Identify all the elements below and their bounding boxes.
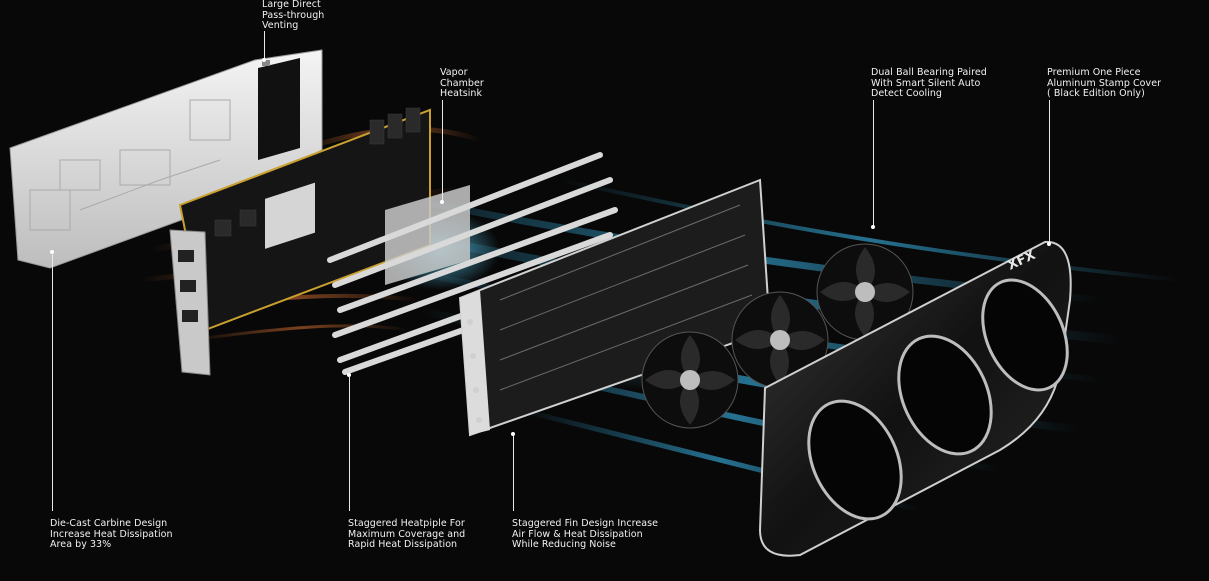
callout-fin-design-line-3: While Reducing Noise [512, 539, 616, 550]
callout-fin-design-line-1: Staggered Fin Design Increase [512, 518, 658, 529]
callout-heatpipe: Staggered Heatpiple For Maximum Coverage… [348, 518, 466, 551]
callout-vapor-chamber-line-2: Chamber [440, 77, 484, 89]
die-cast-backplate [9, 49, 323, 269]
leader-vapor-chamber [442, 100, 443, 200]
cooling-fans [641, 243, 914, 429]
callout-stamp-cover-line-2: Aluminum Stamp Cover [1047, 77, 1162, 89]
callout-fan-bearing-line-2: With Smart Silent Auto [871, 77, 981, 89]
dot-fan-bearing [871, 225, 875, 229]
callout-fin-design-line-2: Air Flow & Heat Dissipation [512, 528, 643, 540]
leader-stamp-cover [1049, 100, 1050, 243]
pcb-board [178, 107, 431, 332]
dot-venting [262, 58, 266, 62]
leader-die-cast [52, 253, 53, 511]
callout-fin-design: Staggered Fin Design Increase Air Flow &… [512, 518, 658, 551]
dot-vapor-chamber [440, 200, 444, 204]
callout-heatpipe-line-2: Maximum Coverage and [348, 528, 466, 540]
dot-stamp-cover [1047, 242, 1051, 246]
callout-venting-line-3: Venting [262, 20, 299, 31]
callout-fan-bearing-line-3: Detect Cooling [871, 88, 942, 99]
callout-die-cast-line-1: Die-Cast Carbine Design [50, 518, 168, 529]
callout-venting-line-1: Large Direct [262, 0, 321, 10]
callout-fan-bearing: Dual Ball Bearing Paired With Smart Sile… [871, 67, 987, 100]
leader-fin-design [513, 435, 514, 511]
callout-die-cast-line-3: Area by 33% [50, 539, 112, 550]
fan-3 [816, 243, 914, 341]
callout-heatpipe-line-1: Staggered Heatpiple For [348, 518, 465, 529]
leader-heatpipe [349, 376, 350, 511]
io-bracket [169, 229, 211, 376]
callout-die-cast: Die-Cast Carbine Design Increase Heat Di… [50, 518, 173, 551]
callout-stamp-cover: Premium One Piece Aluminum Stamp Cover (… [1047, 67, 1162, 100]
dot-heatpipe [347, 373, 351, 377]
fan-2 [731, 291, 829, 389]
callout-stamp-cover-line-3: ( Black Edition Only) [1047, 88, 1145, 99]
leader-fan-bearing [873, 100, 874, 226]
dot-fin-design [511, 432, 515, 436]
callout-heatpipe-line-3: Rapid Heat Dissipation [348, 539, 458, 550]
callout-venting: Large Direct Pass-through Venting [262, 0, 324, 32]
aluminum-stamp-cover: XFX [758, 240, 1072, 557]
callout-vapor-chamber-line-1: Vapor [440, 67, 468, 78]
leader-venting [264, 31, 265, 59]
dot-die-cast [50, 250, 54, 254]
callout-fan-bearing-line-1: Dual Ball Bearing Paired [871, 67, 987, 78]
callout-vapor-chamber: Vapor Chamber Heatsink [440, 67, 484, 100]
callout-venting-line-2: Pass-through [262, 9, 325, 21]
callout-vapor-chamber-line-3: Heatsink [440, 88, 483, 99]
callout-stamp-cover-line-1: Premium One Piece [1047, 67, 1141, 78]
fan-1 [641, 331, 739, 429]
callout-die-cast-line-2: Increase Heat Dissipation [50, 528, 173, 540]
